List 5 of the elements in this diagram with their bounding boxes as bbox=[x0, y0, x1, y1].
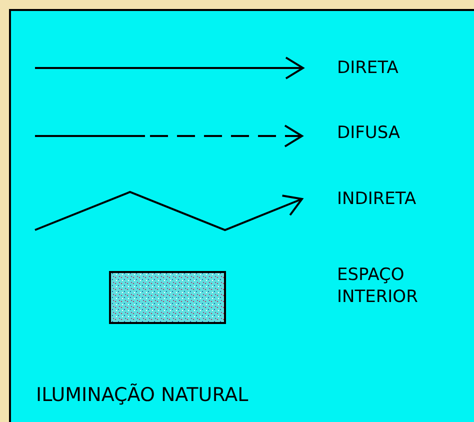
legend-label: DIRETA bbox=[337, 57, 400, 79]
legend-label: INDIRETA bbox=[337, 188, 418, 210]
legend-label: ESPAÇO INTERIOR bbox=[337, 264, 419, 308]
caption: ILUMINAÇÃO NATURAL bbox=[36, 384, 248, 406]
legend-label: DIFUSA bbox=[337, 122, 402, 144]
